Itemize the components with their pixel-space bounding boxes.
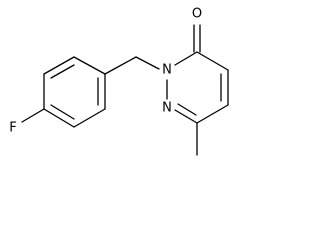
bond-ring-c4-c5 <box>73 108 106 128</box>
bond-ring-ch2 <box>104 56 137 75</box>
fluorine-atom-label: F <box>9 121 16 136</box>
bond-ring-c5-c6 <box>43 108 75 128</box>
bond-ch2-n <box>135 56 160 70</box>
bond-c6-n1-double <box>177 103 197 116</box>
bond-c-f <box>21 108 45 123</box>
bond-ring-c1-c2 <box>43 56 75 75</box>
bond-c5-c6 <box>196 104 229 124</box>
bond-ring-double-inner-3 <box>50 104 75 120</box>
bond-ring-double-inner-1 <box>50 64 75 79</box>
fluorophenyl-ring <box>43 56 106 128</box>
nitrogen-atom-label-2: N <box>162 101 172 116</box>
pyridazinone-ring <box>166 51 229 124</box>
bond-c3-c4 <box>196 51 229 71</box>
bond-n2-c3 <box>174 51 198 66</box>
chemical-structure-diagram: O N N F <box>9 7 229 156</box>
bond-c6-n1 <box>174 109 198 124</box>
bond-ring-c2-c3 <box>73 56 106 75</box>
nitrogen-atom-label-1: N <box>162 63 172 78</box>
oxygen-atom-label: O <box>192 7 202 22</box>
